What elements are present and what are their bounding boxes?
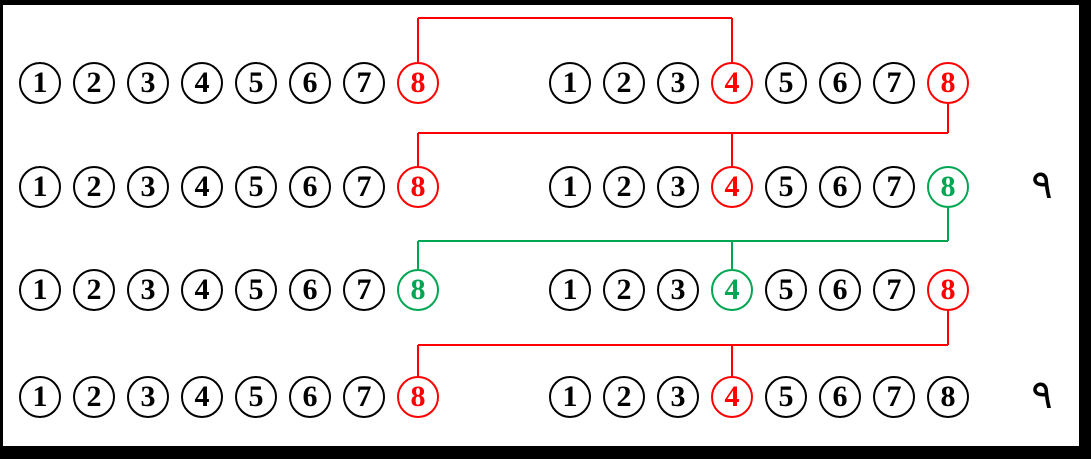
number-circle-row3-left-5: 5 — [235, 269, 277, 311]
number-circle-row2-right-6: 6 — [819, 166, 861, 208]
number-circle-row1-right-3: 3 — [657, 62, 699, 104]
number-circle-row3-right-4: 4 — [711, 269, 753, 311]
number-circle-row1-right-6: 6 — [819, 62, 861, 104]
number-circle-row2-right-4: 4 — [711, 166, 753, 208]
number-circle-row2-left-4: 4 — [181, 166, 223, 208]
frame-bottom-border — [0, 446, 1091, 459]
number-circle-row2-left-3: 3 — [127, 166, 169, 208]
number-circle-row3-left-2: 2 — [73, 269, 115, 311]
number-circle-row4-left-2: 2 — [73, 376, 115, 418]
number-circle-row2-left-6: 6 — [289, 166, 331, 208]
number-circle-row2-right-1: 1 — [549, 166, 591, 208]
number-circle-row4-right-7: 7 — [873, 376, 915, 418]
number-circle-row4-right-3: 3 — [657, 376, 699, 418]
number-circle-row2-left-2: 2 — [73, 166, 115, 208]
number-circle-row3-right-7: 7 — [873, 269, 915, 311]
number-circle-row3-right-2: 2 — [603, 269, 645, 311]
number-circle-row1-left-8: 8 — [397, 62, 439, 104]
number-circle-row3-right-5: 5 — [765, 269, 807, 311]
frame-left-border — [0, 0, 3, 446]
number-circle-row1-right-5: 5 — [765, 62, 807, 104]
arabic-nine-glyph: ٩ — [1031, 372, 1053, 418]
number-circle-row4-left-5: 5 — [235, 376, 277, 418]
number-circle-row3-right-8: 8 — [927, 269, 969, 311]
number-circle-row2-left-1: 1 — [19, 166, 61, 208]
number-circle-row2-left-7: 7 — [343, 166, 385, 208]
number-circle-row4-right-5: 5 — [765, 376, 807, 418]
arabic-nine-glyph: ٩ — [1031, 162, 1053, 208]
number-circle-row4-right-2: 2 — [603, 376, 645, 418]
number-circle-row4-left-4: 4 — [181, 376, 223, 418]
number-circle-row1-left-4: 4 — [181, 62, 223, 104]
number-circle-row3-left-3: 3 — [127, 269, 169, 311]
frame-right-border — [1079, 0, 1091, 446]
number-circle-row1-right-8: 8 — [927, 62, 969, 104]
number-circle-row3-right-6: 6 — [819, 269, 861, 311]
number-circle-row4-left-8: 8 — [397, 376, 439, 418]
number-circle-row2-right-3: 3 — [657, 166, 699, 208]
frame-top-border — [0, 0, 1091, 5]
number-circle-row1-left-5: 5 — [235, 62, 277, 104]
number-circle-row1-left-1: 1 — [19, 62, 61, 104]
number-circle-row2-right-8: 8 — [927, 166, 969, 208]
number-circle-row3-left-4: 4 — [181, 269, 223, 311]
number-circle-row1-left-7: 7 — [343, 62, 385, 104]
number-circle-row2-left-5: 5 — [235, 166, 277, 208]
number-circle-row4-left-3: 3 — [127, 376, 169, 418]
number-circle-row2-right-2: 2 — [603, 166, 645, 208]
number-circle-row1-right-1: 1 — [549, 62, 591, 104]
number-circle-row4-left-1: 1 — [19, 376, 61, 418]
number-circle-row2-right-7: 7 — [873, 166, 915, 208]
number-circle-row1-left-3: 3 — [127, 62, 169, 104]
number-circle-row4-right-8: 8 — [927, 376, 969, 418]
number-circle-row1-right-2: 2 — [603, 62, 645, 104]
number-circle-row3-left-6: 6 — [289, 269, 331, 311]
number-circle-row2-left-8: 8 — [397, 166, 439, 208]
number-circle-row4-right-1: 1 — [549, 376, 591, 418]
number-circle-row3-left-7: 7 — [343, 269, 385, 311]
number-circle-row1-left-2: 2 — [73, 62, 115, 104]
number-circle-row3-left-1: 1 — [19, 269, 61, 311]
number-circle-row1-right-7: 7 — [873, 62, 915, 104]
number-circle-row4-right-6: 6 — [819, 376, 861, 418]
number-circle-row1-right-4: 4 — [711, 62, 753, 104]
number-circle-row4-left-6: 6 — [289, 376, 331, 418]
number-circle-row2-right-5: 5 — [765, 166, 807, 208]
number-circle-row3-right-1: 1 — [549, 269, 591, 311]
number-circle-row4-right-4: 4 — [711, 376, 753, 418]
number-circle-row3-right-3: 3 — [657, 269, 699, 311]
number-circle-row1-left-6: 6 — [289, 62, 331, 104]
number-circle-row3-left-8: 8 — [397, 269, 439, 311]
number-circle-row4-left-7: 7 — [343, 376, 385, 418]
